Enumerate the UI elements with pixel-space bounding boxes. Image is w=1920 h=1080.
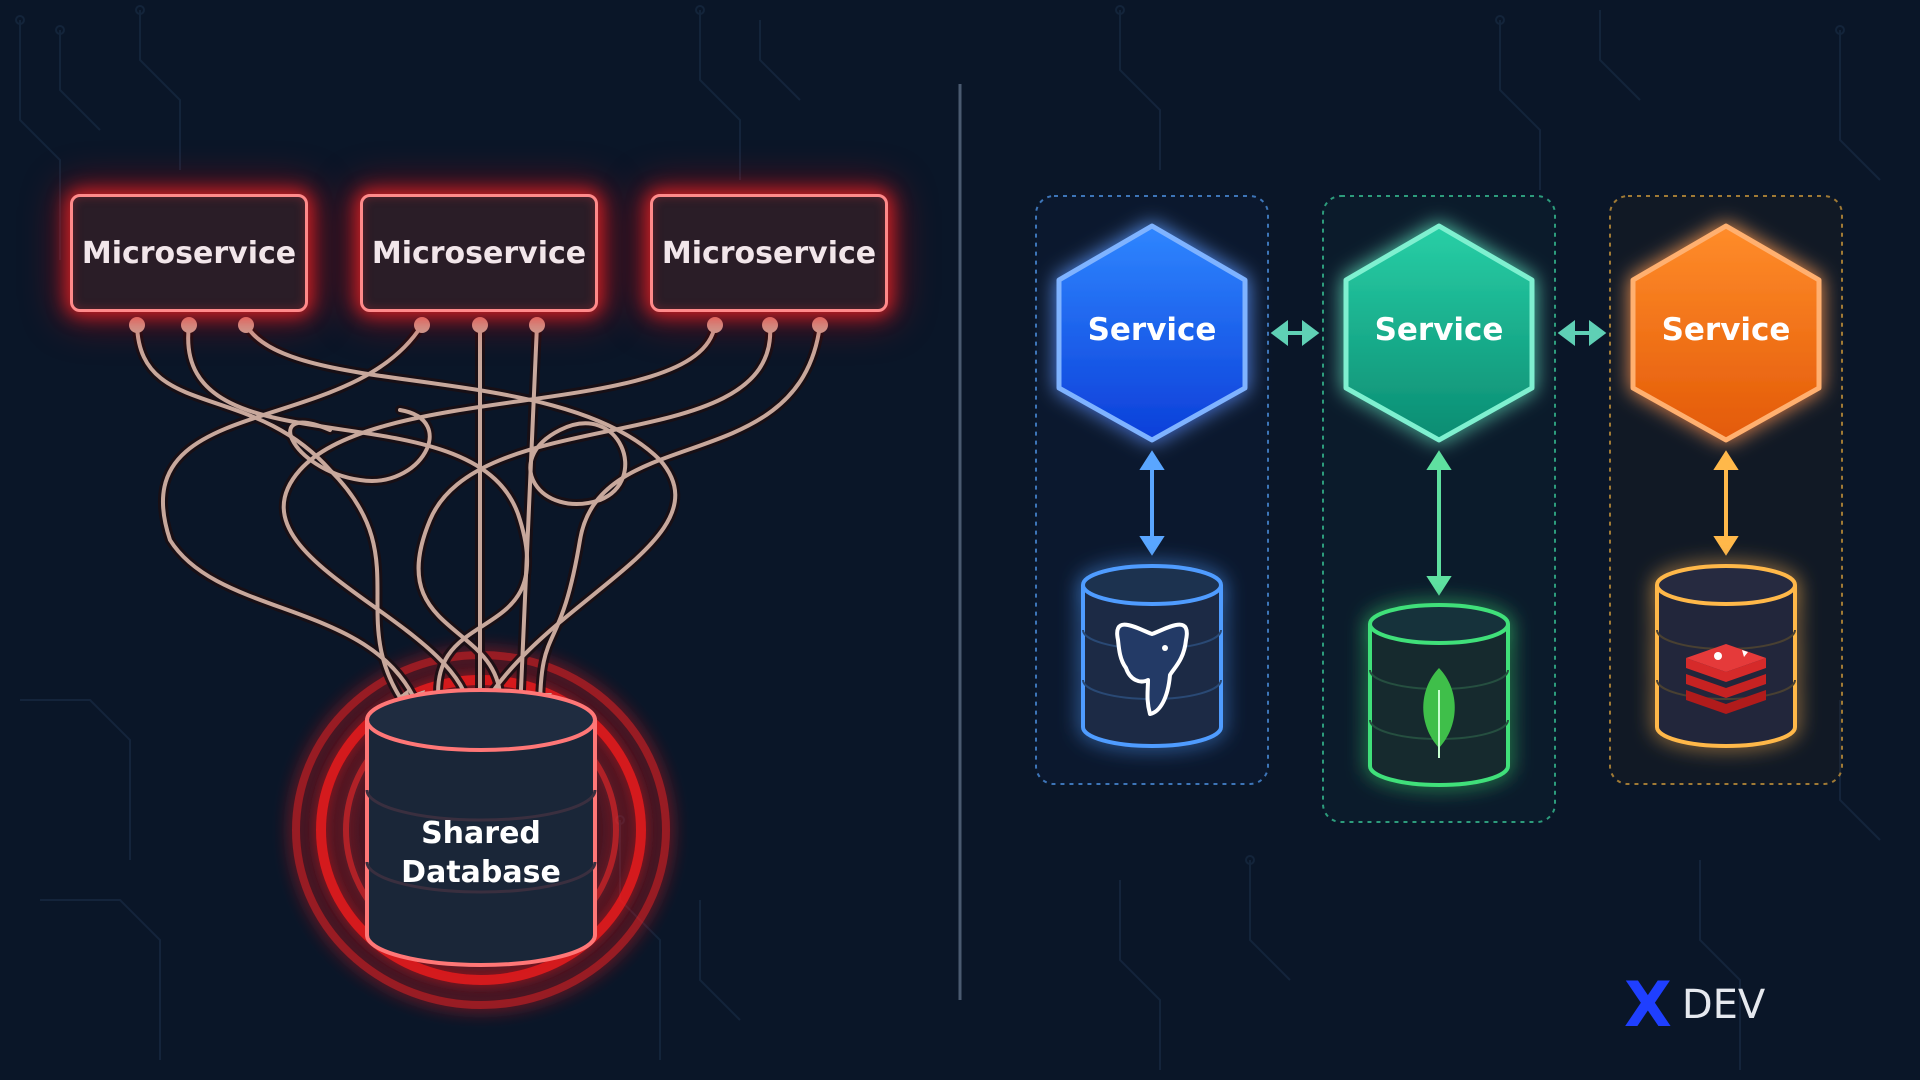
microservice-box-1: Microservice [70,194,308,312]
service-hexagon-orange [1630,223,1822,443]
mongodb-leaf-icon [1423,668,1455,758]
service-hexagon-blue [1056,223,1248,443]
service-db-arrows [1139,450,1739,596]
brand-logo: X DEV [1624,974,1765,1036]
microservice-box-3: Microservice [650,194,888,312]
shared-database-label: Shared Database [366,814,596,892]
service-label-2: Service [1374,312,1504,348]
shared-database-cylinder [365,688,597,967]
redis-stack-icon [1686,644,1766,714]
shared-database-line1: Shared [421,816,541,851]
brand-mark: X [1624,968,1672,1041]
microservice-box-2: Microservice [360,194,598,312]
service-label-1: Service [1087,312,1217,348]
tangled-connections [129,317,828,717]
shared-database-line2: Database [401,855,561,890]
service-label-3: Service [1661,312,1791,348]
postgresql-elephant-icon [1115,622,1189,716]
brand-name: DEV [1681,982,1766,1028]
service-link-arrows [1270,320,1607,346]
service-hexagon-teal [1343,223,1535,443]
